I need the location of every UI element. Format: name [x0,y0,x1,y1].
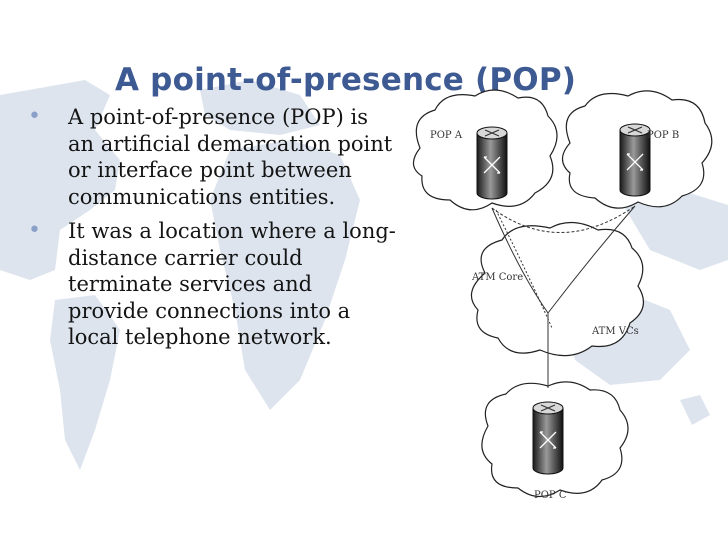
bullet-item: • A point-of-presence (POP) is an artifi… [28,104,398,210]
pop-a-label: POP A [430,130,463,141]
network-diagram: POP A POP B ATM Core ATM VCs POP C [412,89,713,501]
pop-c-router-icon [532,401,564,475]
bullet-item: • It was a location where a long-distanc… [28,218,398,351]
atm-vcs-label: ATM VCs [591,326,639,337]
pop-b-label: POP B [647,130,679,141]
bullet-list: • A point-of-presence (POP) is an artifi… [28,104,398,359]
pop-c-label: POP C [534,490,567,501]
atm-vc-links [491,205,636,388]
atm-core-label: ATM Core [471,272,523,283]
pop-a-router-icon [476,126,508,200]
bullet-text: A point-of-presence (POP) is an artifici… [68,105,393,209]
bullet-icon: • [28,218,41,243]
bullet-text: It was a location where a long-distance … [68,219,396,349]
bullet-icon: • [28,104,41,129]
pop-b-router-icon [619,123,651,197]
